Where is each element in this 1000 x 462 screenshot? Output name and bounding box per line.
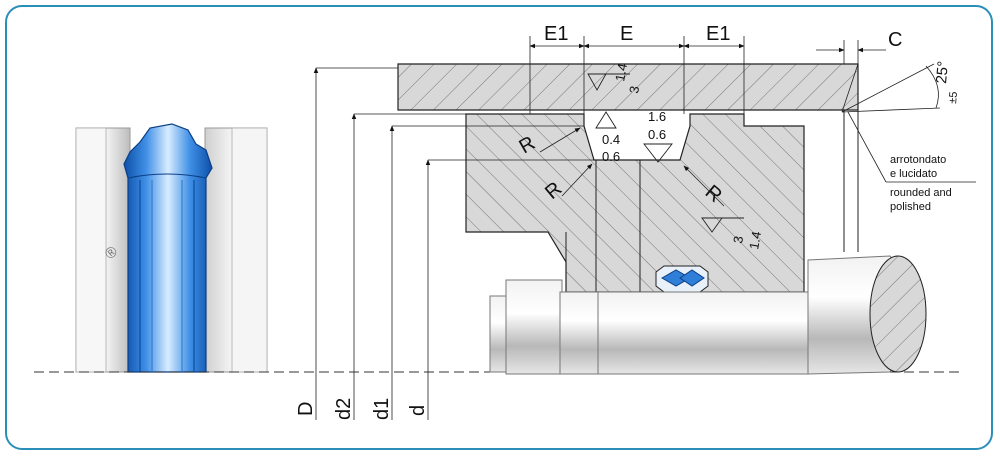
svg-text:1.6: 1.6 <box>648 109 666 124</box>
note-en-line2: polished <box>890 201 931 213</box>
svg-text:0.6: 0.6 <box>602 149 620 164</box>
piston-rod <box>597 291 809 375</box>
svg-text:0.4: 0.4 <box>602 132 620 147</box>
roughness-symbol-left: 0.4 0.6 <box>595 111 620 164</box>
note-en-line1: rounded and <box>890 187 952 199</box>
piston-body <box>465 113 805 293</box>
note-it-line2: e lucidato <box>890 168 937 180</box>
dim-angle: 25° <box>933 60 952 84</box>
nut <box>489 279 599 375</box>
seal-profile <box>123 123 213 373</box>
svg-text:1.4: 1.4 <box>612 62 630 82</box>
svg-text:3: 3 <box>626 85 642 95</box>
dim-angle-tolerance: ±5 <box>947 91 960 104</box>
note-it-line1: arrotondato <box>890 154 946 166</box>
dim-d1: d1 <box>371 398 393 420</box>
seal-3d-view: ® <box>75 123 268 373</box>
svg-text:3: 3 <box>730 235 746 245</box>
roughness-symbol-right: 3 1.4 <box>701 217 764 251</box>
dim-c: C <box>888 29 902 51</box>
dim-d2: d2 <box>333 398 355 420</box>
svg-text:1.4: 1.4 <box>746 230 764 250</box>
roughness-symbol-top: 1.4 3 <box>587 62 642 95</box>
dim-e1-right: E1 <box>706 23 730 45</box>
svg-text:0.6: 0.6 <box>648 127 666 142</box>
dim-e: E <box>620 23 633 45</box>
dim-D: D <box>295 402 317 416</box>
roughness-symbol-mid: 1.6 0.6 <box>643 109 673 163</box>
dim-e1-left: E1 <box>544 23 568 45</box>
dim-d: d <box>407 405 429 416</box>
